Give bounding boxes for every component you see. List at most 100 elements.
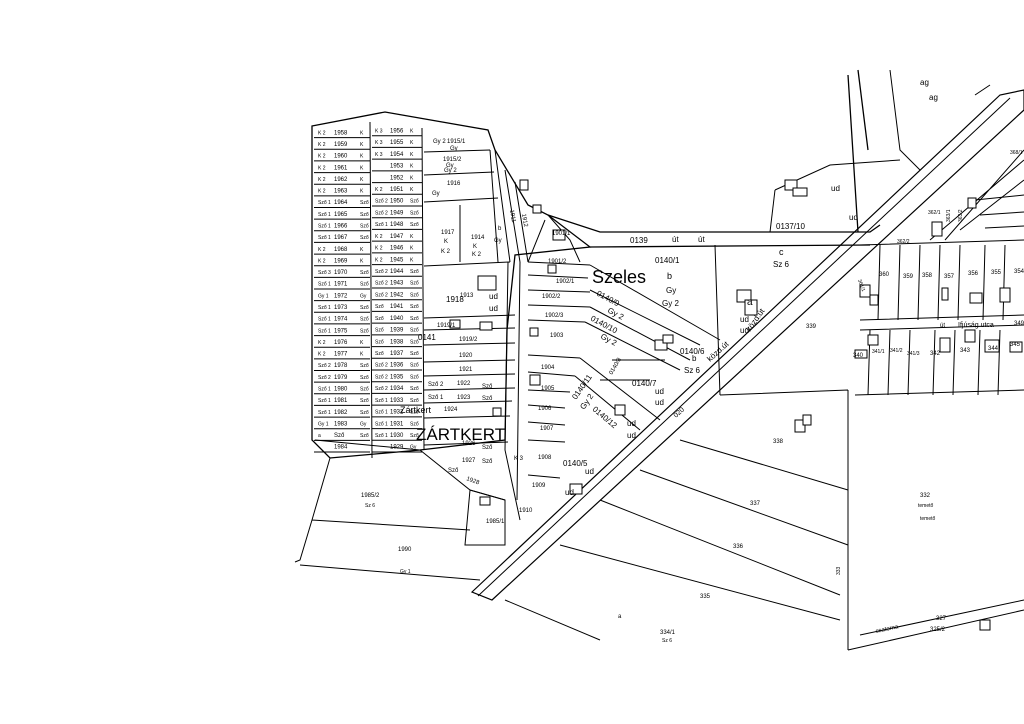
svg-text:1905: 1905: [541, 386, 555, 392]
road-0137-10-label: 0137/10: [776, 222, 805, 231]
svg-text:332: 332: [920, 493, 931, 499]
road-0140-8-label: 0140/8: [609, 357, 624, 376]
svg-text:Sző: Sző: [482, 384, 493, 390]
svg-text:1921: 1921: [459, 367, 473, 373]
road-ut-small: út: [940, 323, 945, 329]
column-2-parcel-label: Sző: [410, 386, 419, 392]
column-2-parcel-label: Sző: [410, 281, 419, 287]
svg-text:ud: ud: [489, 304, 498, 313]
column-2-parcel-label: 1948: [390, 222, 404, 228]
svg-text:Sző: Sző: [482, 459, 493, 465]
svg-text:1901/1: 1901/1: [552, 231, 571, 237]
column-1-parcel-label: K: [360, 177, 364, 183]
column-1-parcel-label: Sző 1: [318, 212, 331, 218]
column-2-parcel-label: 1954: [390, 152, 404, 158]
column-2-parcel-label: Sző: [410, 222, 419, 228]
column-1-parcel-label: 1961: [334, 165, 348, 171]
svg-text:1910: 1910: [519, 508, 533, 514]
column-1-parcel-label: K: [360, 258, 364, 264]
column-1-parcel-label: K 2: [318, 165, 326, 171]
column-2-parcel-label: K 2: [375, 257, 383, 263]
svg-text:temető: temető: [918, 503, 934, 509]
column-1-parcel-label: 1984: [334, 445, 348, 451]
svg-text:1904: 1904: [541, 365, 555, 371]
column-1-parcel-label: K: [360, 189, 364, 195]
column-2-parcel-label: 1951: [390, 187, 404, 193]
svg-text:ud: ud: [831, 184, 840, 193]
svg-text:ud: ud: [849, 213, 858, 222]
column-1-parcel-label: K: [360, 340, 364, 346]
column-2-parcel-label: Sző: [410, 304, 419, 310]
svg-text:338: 338: [773, 439, 784, 445]
svg-text:1908: 1908: [538, 455, 552, 461]
svg-text:1915/2: 1915/2: [443, 157, 462, 163]
column-1-parcel-label: 1959: [334, 142, 348, 148]
svg-text:Sz 6: Sz 6: [662, 638, 672, 644]
column-1-parcel-label: Sző: [360, 410, 369, 416]
column-2-parcel-label: 1941: [390, 304, 404, 310]
column-1-parcel-label: K 2: [318, 142, 326, 148]
svg-text:355: 355: [991, 270, 1002, 276]
column-1-parcel-label: 1970: [334, 270, 348, 276]
column-1-parcel-label: Gy 1: [318, 421, 329, 427]
svg-text:ud: ud: [489, 292, 498, 301]
column-2-parcel-label: Sző: [410, 339, 419, 345]
column-1-parcel-label: 1967: [334, 235, 348, 241]
column-1-parcel-label: K: [360, 154, 364, 160]
column-4-parcels: 1901/1 1901/2 1902/1 1902/2 1902/3 1903 …: [361, 231, 575, 575]
column-2-parcel-label: 1937: [390, 351, 404, 357]
svg-text:339: 339: [806, 324, 817, 330]
svg-text:1916: 1916: [447, 181, 461, 187]
column-1-parcel-label: 1981: [334, 398, 348, 404]
column-3-parcels: 1915/1 Gy 2 Gy 1915/2 Gy Gy 2 1916 Gy 19…: [418, 139, 528, 487]
column-1-parcel-label: K 2: [318, 258, 326, 264]
column-1-parcel-label: Sző 1: [318, 410, 331, 416]
svg-text:361/1: 361/1: [856, 279, 866, 293]
road-0140-1-label: 0140/1: [655, 256, 680, 265]
svg-text:Gy: Gy: [450, 146, 458, 152]
svg-text:356: 356: [968, 271, 979, 277]
svg-text:363/1: 363/1: [946, 209, 952, 222]
column-1-parcel-label: 1971: [334, 282, 348, 288]
column-1-parcel-label: Sző: [360, 200, 369, 206]
column-2-parcel-label: Sző 2: [375, 292, 388, 298]
svg-text:ud: ud: [627, 431, 636, 440]
column-1-parcel-label: Sző: [360, 375, 369, 381]
svg-text:1902/3: 1902/3: [545, 313, 564, 319]
road-0140-6-label: 0140/6: [680, 347, 705, 356]
svg-text:334/1: 334/1: [660, 630, 676, 636]
column-1-parcel-label: 1983: [334, 421, 348, 427]
column-1-parcel-label: 1973: [334, 305, 348, 311]
column-2-parcel-label: 1953: [390, 164, 404, 170]
column-2-parcel-label: Sző: [410, 363, 419, 369]
column-2-parcel-label: Sző: [410, 210, 419, 216]
column-1-parcel-label: K 2: [318, 247, 326, 253]
svg-text:359: 359: [903, 274, 914, 280]
svg-text:327: 327: [936, 616, 947, 622]
column-1-parcel-label: 1976: [334, 340, 348, 346]
column-2-parcel-label: Sző 2: [375, 199, 388, 205]
column-1-parcel-label: 1966: [334, 224, 348, 230]
column-2-parcel-label: Sző: [375, 304, 384, 310]
column-2-parcel-label: Sző 1: [375, 421, 388, 427]
svg-text:354: 354: [1014, 269, 1024, 275]
column-2-parcel-label: Sző 2: [375, 281, 388, 287]
svg-text:1985/1: 1985/1: [486, 519, 505, 525]
column-2-parcel-label: Sző: [410, 410, 419, 416]
svg-text:Gy: Gy: [494, 238, 502, 244]
column-2-parcel-label: 1944: [390, 269, 404, 275]
column-2-parcel-label: 1938: [390, 339, 404, 345]
column-1-parcel-label: Sző: [360, 224, 369, 230]
svg-text:Sző: Sző: [482, 445, 493, 451]
column-1-parcel-label: 1962: [334, 177, 348, 183]
svg-text:temető: temető: [920, 516, 936, 522]
column-2-parcel-label: 1934: [390, 386, 404, 392]
column-1-parcel-label: 1979: [334, 375, 348, 381]
svg-text:341/1: 341/1: [872, 349, 885, 355]
svg-text:b: b: [498, 226, 502, 232]
column-2-parcel-label: Sző: [410, 316, 419, 322]
zone-label-zartkert: ZÁRTKERT: [416, 425, 505, 444]
